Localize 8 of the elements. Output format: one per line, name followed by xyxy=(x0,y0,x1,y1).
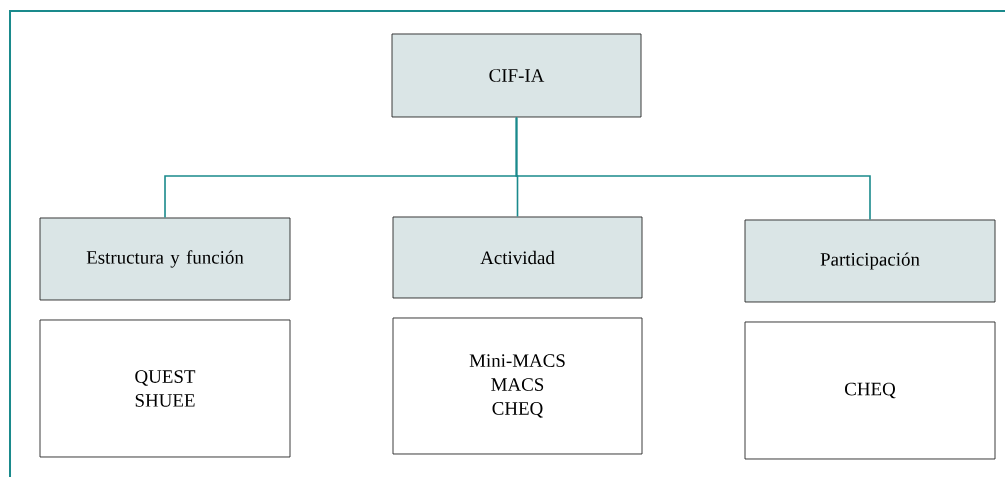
instrument-box: CHEQ xyxy=(744,321,996,460)
category-box: Estructura y función xyxy=(39,217,291,301)
category-box: CIF-IA xyxy=(391,33,642,118)
connector-line xyxy=(515,116,871,221)
category-box: Participación xyxy=(744,219,996,303)
instrument-box: Mini-MACS MACS CHEQ xyxy=(392,317,643,455)
instrument-box: QUEST SHUEE xyxy=(39,319,291,458)
category-box: Actividad xyxy=(392,216,643,299)
